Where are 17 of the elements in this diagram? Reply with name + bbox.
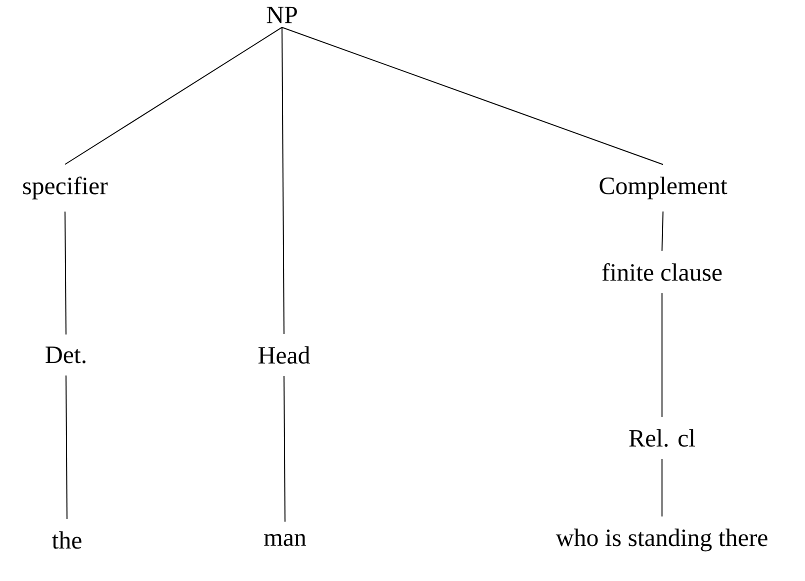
- tree-label: NP: [266, 6, 297, 24]
- tree-branch: [284, 375, 286, 522]
- tree-branch: [662, 210, 664, 252]
- tree-branch: [64, 26, 282, 165]
- tree-label: Rel. cl: [629, 429, 696, 447]
- tree-label: who is standing there: [556, 528, 768, 552]
- tree-branch: [282, 26, 664, 165]
- tree-label: finite clause: [602, 263, 722, 281]
- tree-label: Complement: [600, 176, 728, 200]
- tree-branch: [66, 375, 68, 520]
- tree-label: Head: [258, 346, 310, 364]
- tree-label: Det.: [46, 346, 86, 364]
- tree-label: the: [52, 531, 82, 549]
- tree-branch: [64, 211, 66, 335]
- tree-label: specifier: [23, 176, 108, 200]
- tree-branch: [282, 26, 284, 335]
- tree-label: man: [264, 534, 306, 546]
